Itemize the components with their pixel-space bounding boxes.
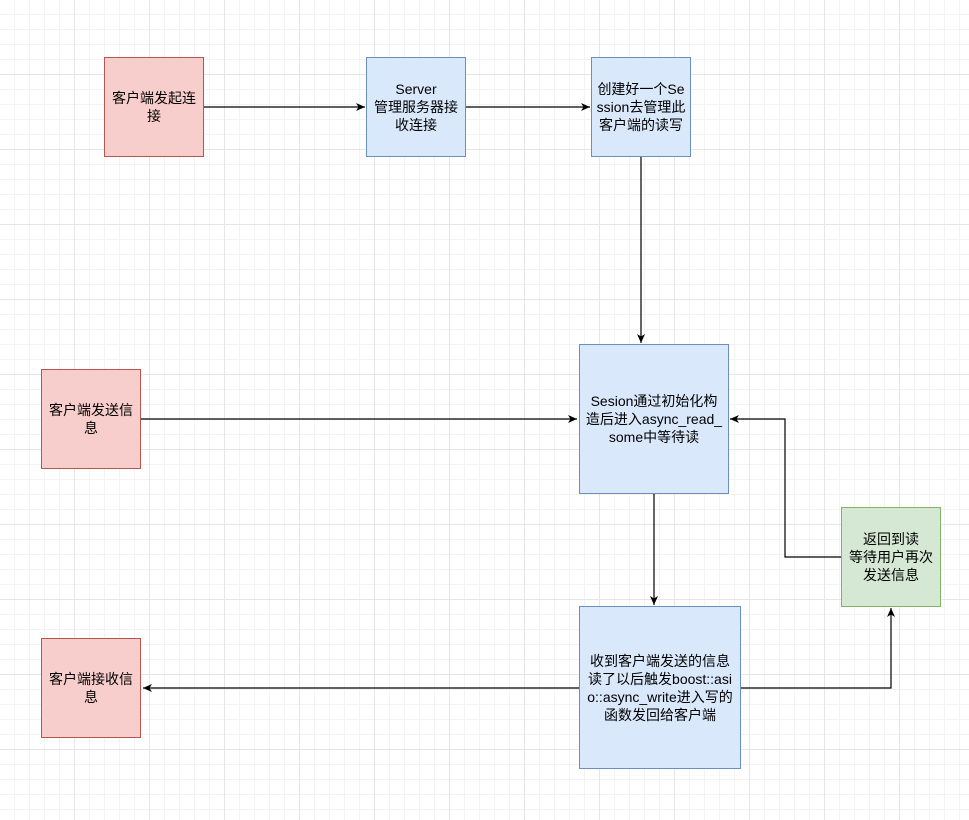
node-server-accept[interactable]: Server 管理服务器接收连接: [366, 57, 466, 157]
node-client-connect-label: 客户端发起连接: [112, 90, 196, 124]
arrow-return-to-read: [730, 415, 841, 558]
node-receive-write-label: 收到客户端发送的信息读了以后触发boost::asio::async_write…: [587, 652, 733, 723]
node-create-session-label: 创建好一个Session去管理此客户端的读写: [596, 81, 686, 133]
node-client-send[interactable]: 客户端发送信息: [41, 369, 141, 469]
node-create-session[interactable]: 创建好一个Session去管理此客户端的读写: [591, 57, 691, 157]
arrow-write-to-return: [741, 608, 895, 689]
node-client-receive-label: 客户端接收信息: [49, 671, 133, 705]
node-server-accept-label: Server 管理服务器接收连接: [374, 81, 458, 133]
node-client-connect[interactable]: 客户端发起连接: [104, 57, 204, 157]
node-return-read[interactable]: 返回到读 等待用户再次发送信息: [841, 507, 941, 607]
node-session-read-label: Sesion通过初始化构造后进入async_read_some中等待读: [585, 393, 723, 445]
node-client-receive[interactable]: 客户端接收信息: [41, 638, 141, 738]
node-return-read-label: 返回到读 等待用户再次发送信息: [849, 531, 933, 583]
node-client-send-label: 客户端发送信息: [49, 402, 133, 436]
node-receive-write[interactable]: 收到客户端发送的信息读了以后触发boost::asio::async_write…: [579, 606, 741, 769]
node-session-read[interactable]: Sesion通过初始化构造后进入async_read_some中等待读: [579, 344, 729, 494]
